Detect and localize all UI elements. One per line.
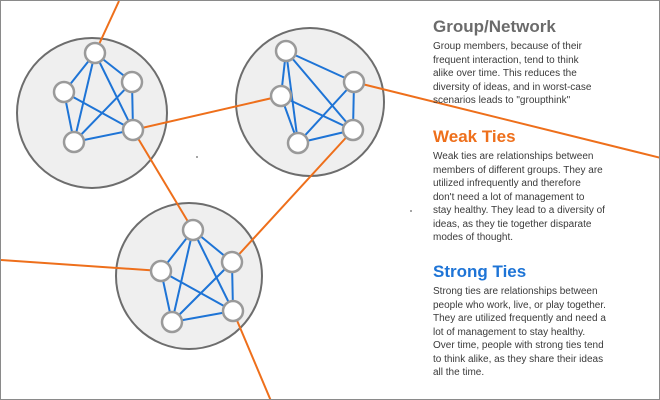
person-node: [286, 131, 310, 155]
weak-tie-line: [1, 259, 162, 272]
strong-ties-section: Strong Ties Strong ties are relationship…: [433, 262, 655, 380]
person-node: [52, 80, 76, 104]
text-line: don't need a lot of management to: [433, 191, 585, 203]
text-line: ideas, as they tie together disparate: [433, 218, 592, 230]
weak-tie-line: [132, 129, 194, 231]
weak-tie-line: [132, 95, 282, 131]
person-node: [121, 118, 145, 142]
strong-tie-line: [280, 95, 354, 131]
person-node: [120, 70, 144, 94]
strong-tie-line: [192, 229, 234, 312]
strong-tie-line: [171, 229, 194, 323]
person-node: [269, 84, 293, 108]
text-line: modes of thought.: [433, 232, 514, 243]
weak-tie-line: [353, 81, 659, 159]
text-line: scenarios leads to "groupthink": [433, 95, 571, 106]
stray-dot: [196, 156, 198, 158]
text-line: to think alike, as they share their idea…: [433, 353, 604, 365]
text-line: frequent interaction, tend to think: [433, 54, 579, 66]
weak-ties-section: Weak Ties Weak ties are relationships be…: [433, 127, 655, 245]
strong-tie-line: [94, 52, 134, 131]
group-network-section: Group/Network Group members, because of …: [433, 17, 655, 108]
text-line: people who work, live, or play together.: [433, 299, 606, 311]
person-node: [181, 218, 205, 242]
person-node: [341, 118, 365, 142]
strong-tie-line: [171, 261, 233, 323]
weak-ties-description: Weak ties are relationships between memb…: [433, 150, 655, 245]
text-line: stay healthy. They lead to a diversity o…: [433, 205, 605, 216]
person-node: [62, 130, 86, 154]
person-node: [221, 299, 245, 323]
text-line: utilized infrequently and therefore: [433, 178, 581, 189]
person-node: [342, 70, 366, 94]
person-node: [83, 41, 107, 65]
strong-tie-line: [285, 50, 355, 83]
strong-ties-description: Strong ties are relationships between pe…: [433, 285, 655, 380]
weak-ties-heading: Weak Ties: [433, 127, 516, 146]
group-network-description: Group members, because of their frequent…: [433, 40, 655, 108]
person-node: [160, 310, 184, 334]
group-network-heading: Group/Network: [433, 17, 556, 36]
weak-tie-line: [232, 310, 272, 399]
text-line: Group members, because of their: [433, 41, 582, 52]
stray-dot: [410, 210, 412, 212]
strong-tie-line: [285, 50, 354, 131]
text-line: all the time.: [433, 367, 485, 378]
person-node: [274, 39, 298, 63]
text-line: diversity of ideas, and in worst-case: [433, 81, 592, 93]
person-node: [220, 250, 244, 274]
strong-tie-line: [73, 52, 96, 143]
text-line: members of different groups. They are: [433, 164, 603, 176]
strong-tie-line: [160, 270, 234, 312]
text-line: lot of management to stay healthy.: [433, 326, 586, 338]
strong-tie-line: [63, 91, 134, 131]
text-line: They are utilized frequently and need a: [433, 313, 606, 324]
person-node: [149, 259, 173, 283]
strong-tie-line: [73, 81, 133, 143]
strong-tie-line: [297, 81, 355, 144]
text-line: Over time, people with strong ties tend: [433, 340, 604, 351]
strong-ties-heading: Strong Ties: [433, 262, 527, 281]
weak-tie-line: [231, 129, 354, 263]
text-line: Weak ties are relationships between: [433, 151, 594, 162]
text-line: Strong ties are relationships between: [433, 286, 598, 297]
text-line: alike over time. This reduces the: [433, 68, 577, 79]
